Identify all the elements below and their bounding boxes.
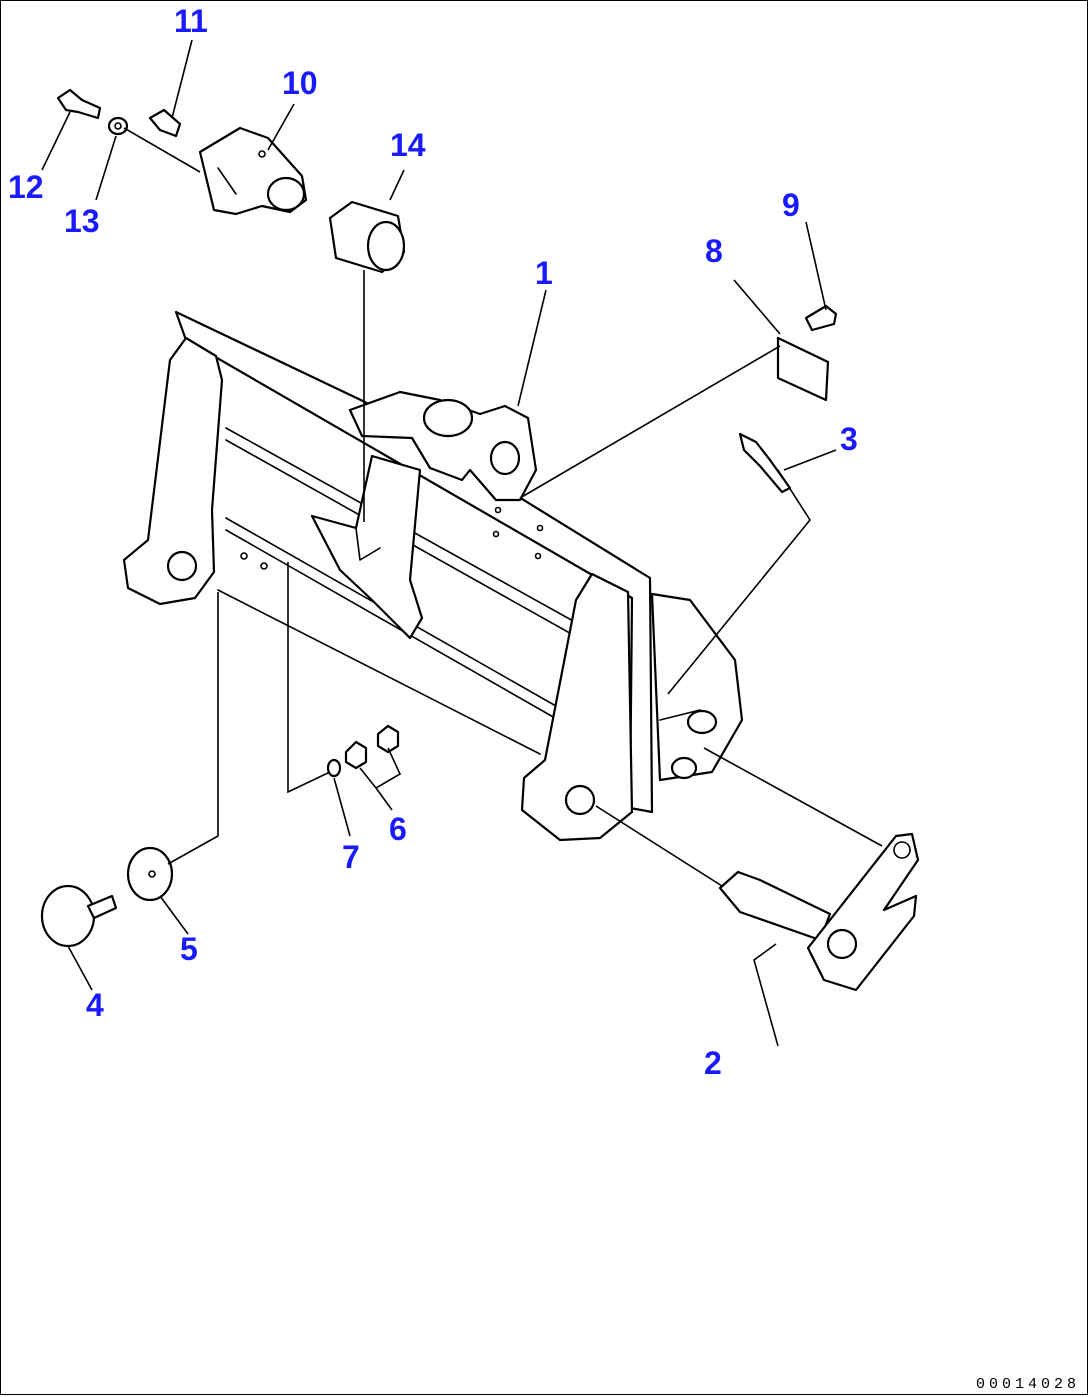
quick-coupler-frame (122, 310, 744, 842)
plug-part (40, 884, 118, 948)
callout-12: 12 (8, 169, 44, 205)
washer-part-13 (107, 116, 129, 136)
callout-14: 14 (390, 127, 426, 163)
callout-5: 5 (180, 931, 198, 967)
callout-7: 7 (342, 839, 360, 875)
callout-11: 11 (174, 3, 208, 39)
washer-part-7 (326, 758, 342, 778)
callout-10: 10 (282, 65, 318, 101)
callout-leaders (41, 39, 837, 1047)
plate-washer-part (126, 846, 174, 902)
drawing-code: 00014028 (975, 1376, 1080, 1393)
bolt-part-11 (148, 108, 182, 138)
pin-part (198, 126, 308, 216)
callout-3: 3 (840, 421, 858, 457)
callout-1: 1 (535, 255, 553, 291)
bolt-part-9 (804, 304, 838, 332)
lock-pin-part (738, 432, 792, 494)
handle-pin-part (718, 832, 920, 992)
callout-9: 9 (782, 187, 800, 223)
callout-2: 2 (704, 1045, 722, 1081)
callout-8: 8 (705, 233, 723, 269)
nut-part-6 (344, 724, 400, 770)
callout-numbers: 1 2 3 4 5 6 7 8 9 10 11 12 13 14 (8, 3, 858, 1081)
callout-13: 13 (64, 203, 100, 239)
name-plate-part (776, 336, 830, 402)
bushing-part (328, 200, 406, 274)
callout-6: 6 (389, 811, 407, 847)
assembly-lines (123, 127, 883, 887)
callout-4: 4 (86, 987, 104, 1023)
bolt-part-12 (56, 88, 102, 120)
